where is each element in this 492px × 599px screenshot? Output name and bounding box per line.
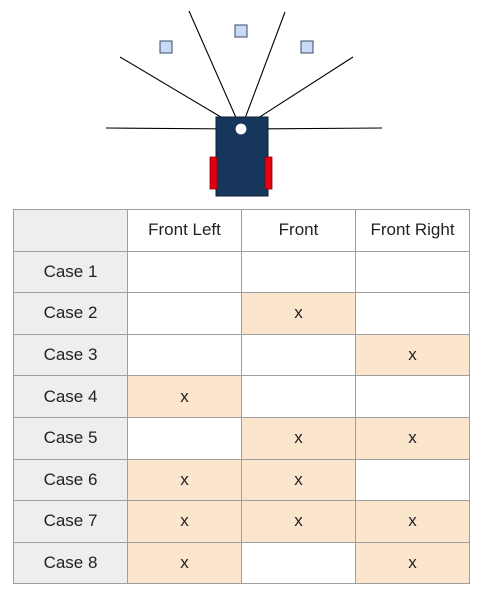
cell-front-right: x [355, 500, 470, 543]
cell-front-right: x [355, 416, 470, 460]
row-label: Case 2 [13, 292, 128, 335]
sensor-circle [234, 122, 248, 136]
row-label: Case 5 [13, 416, 128, 460]
row-label: Case 6 [13, 458, 128, 502]
sensor-beam [240, 11, 286, 130]
cell-front-left [127, 416, 242, 460]
target-square [159, 40, 173, 54]
cell-front-left [127, 250, 242, 294]
row-label: Case 7 [13, 500, 128, 543]
column-header-front: Front [241, 209, 356, 252]
target-square [234, 24, 248, 38]
table-row: Case 2 x [13, 292, 470, 335]
cell-front-left: x [127, 458, 242, 502]
cell-front [241, 541, 356, 585]
cell-front-right [355, 292, 470, 335]
cell-front-right [355, 375, 470, 418]
cell-front: x [241, 292, 356, 335]
cell-front-left [127, 333, 242, 377]
cell-front-left: x [127, 500, 242, 543]
cell-front-left [127, 292, 242, 335]
cell-front [241, 333, 356, 377]
row-label: Case 4 [13, 375, 128, 418]
row-label: Case 8 [13, 541, 128, 585]
cell-front-right [355, 458, 470, 502]
cell-front-left: x [127, 541, 242, 585]
cell-front: x [241, 416, 356, 460]
cell-front: x [241, 458, 356, 502]
cell-front: x [241, 500, 356, 543]
table-row: Case 1 [13, 250, 470, 294]
table-row: Case 3 x [13, 333, 470, 377]
cell-front [241, 375, 356, 418]
cell-front-left: x [127, 375, 242, 418]
cell-front-right [355, 250, 470, 294]
column-header-front-right: Front Right [355, 209, 470, 252]
row-label: Case 1 [13, 250, 128, 294]
target-square [300, 40, 314, 54]
robot-sensor-diagram [105, 10, 383, 197]
left-wheel [209, 156, 218, 190]
sensor-beam [188, 10, 242, 130]
column-header-front-left: Front Left [127, 209, 242, 252]
right-wheel [264, 156, 273, 190]
cell-front-right: x [355, 541, 470, 585]
row-label: Case 3 [13, 333, 128, 377]
table-corner-cell [13, 209, 128, 252]
cell-front-right: x [355, 333, 470, 377]
table-header-row: Front Left Front Front Right [13, 209, 470, 252]
cell-front [241, 250, 356, 294]
